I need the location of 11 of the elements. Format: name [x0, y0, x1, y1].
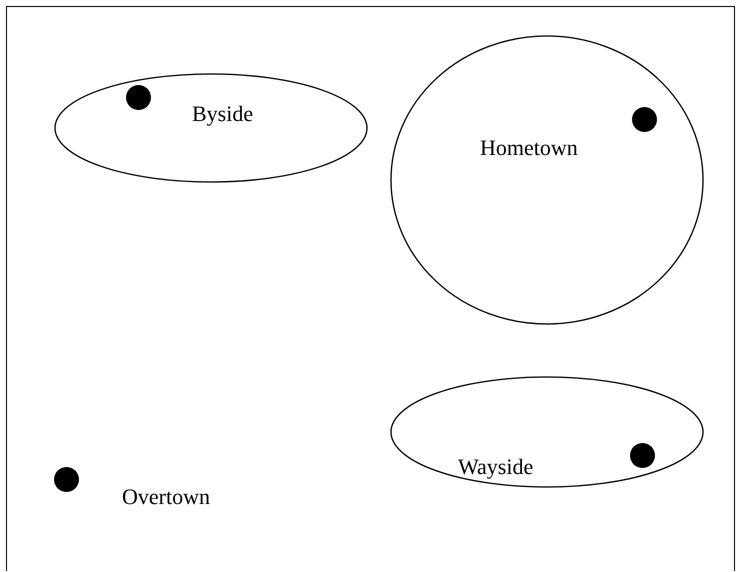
oval-area — [390, 35, 704, 325]
oval-area — [390, 376, 704, 488]
dot-marker — [630, 443, 655, 468]
place-name: Wayside — [458, 454, 534, 480]
place-name: Hometown — [480, 135, 578, 161]
place-name: Byside — [192, 101, 254, 127]
dot-marker — [54, 467, 79, 492]
place-name: Overtown — [122, 484, 210, 510]
dot-marker — [632, 107, 657, 132]
dot-marker — [126, 85, 151, 110]
oval-area — [54, 73, 368, 183]
